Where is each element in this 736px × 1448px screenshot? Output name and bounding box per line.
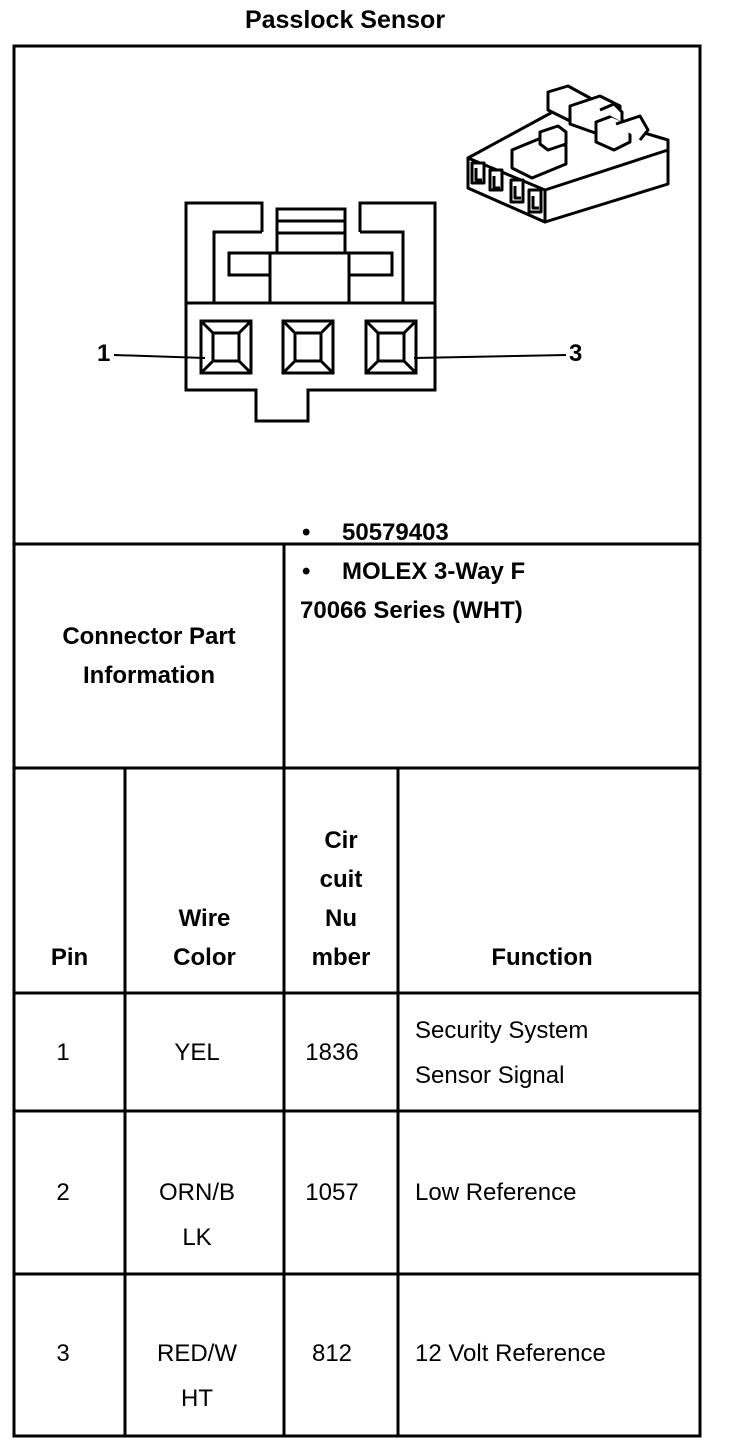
connector-inner-right bbox=[360, 230, 405, 303]
row-3-wire-line2: HT bbox=[181, 1385, 213, 1412]
row-1-wire-color: YEL bbox=[125, 1030, 269, 1075]
row-2-wire-line2: LK bbox=[182, 1224, 212, 1251]
connector-type: MOLEX 3-Way F bbox=[342, 558, 526, 585]
header-wire-color-line2: Color bbox=[173, 944, 236, 971]
part-info-label-line1: Connector Part bbox=[62, 623, 236, 650]
list-item: • 50579403 bbox=[286, 513, 525, 552]
pin-3-label: 3 bbox=[569, 340, 583, 367]
row-3-function-line1: 12 Volt Reference bbox=[415, 1340, 606, 1367]
bullet-icon: • bbox=[302, 519, 311, 546]
row-1-circuit: 1836 bbox=[305, 1039, 359, 1066]
row-1-pin: 1 bbox=[56, 1039, 70, 1066]
header-circuit-number: Cir cuit Nu mber bbox=[284, 821, 398, 977]
connector-series: 70066 Series (WHT) bbox=[300, 597, 523, 624]
pin-1-label: 1 bbox=[97, 340, 111, 367]
connector-inner-left bbox=[212, 230, 262, 303]
row-2-wire-line1: ORN/B bbox=[158, 1179, 235, 1206]
pin-1-leader bbox=[113, 354, 206, 359]
row-1-function-line2: Sensor Signal bbox=[415, 1062, 565, 1089]
row-3-wire-line1: RED/W bbox=[157, 1340, 237, 1367]
pin-cavity-1 bbox=[199, 319, 253, 375]
page-title: Passlock Sensor bbox=[244, 6, 446, 34]
header-wire-color: Wire Color bbox=[125, 899, 284, 977]
header-circuit-line2: cuit bbox=[319, 866, 363, 893]
connector-latch-right bbox=[358, 201, 437, 303]
row-2-function-line1: Low Reference bbox=[415, 1179, 577, 1206]
header-pin: Pin bbox=[50, 944, 89, 971]
row-2-wire-color: ORN/B LK bbox=[125, 1170, 269, 1260]
row-3-function: 12 Volt Reference bbox=[415, 1331, 606, 1376]
part-number: 50579403 bbox=[342, 519, 449, 546]
pin-cavity-3 bbox=[364, 319, 418, 375]
row-3-wire-color: RED/W HT bbox=[125, 1331, 269, 1421]
pin-cavity-2 bbox=[281, 319, 335, 375]
part-info-label: Connector Part Information bbox=[14, 617, 284, 695]
part-info-list: • 50579403 • MOLEX 3-Way F 70066 Series … bbox=[286, 513, 525, 630]
part-info-label-line2: Information bbox=[83, 662, 215, 689]
row-2-pin: 2 bbox=[56, 1179, 70, 1206]
connector-center-block bbox=[268, 251, 351, 305]
list-item: • MOLEX 3-Way F bbox=[286, 552, 525, 591]
header-wire-color-line1: Wire bbox=[178, 905, 231, 932]
row-1-function: Security System Sensor Signal bbox=[415, 1008, 588, 1098]
connector-latch-left bbox=[184, 201, 264, 303]
header-circuit-line4: mber bbox=[311, 944, 371, 971]
row-3-circuit: 812 bbox=[311, 1340, 353, 1367]
header-circuit-line1: Cir bbox=[324, 827, 358, 854]
row-2-circuit: 1057 bbox=[305, 1179, 359, 1206]
bullet-icon: • bbox=[302, 558, 311, 585]
row-2-function: Low Reference bbox=[415, 1170, 576, 1215]
header-circuit-line3: Nu bbox=[325, 905, 357, 932]
header-function: Function bbox=[491, 944, 593, 971]
row-3-pin: 3 bbox=[56, 1340, 70, 1367]
row-1-wire-line1: YEL bbox=[174, 1039, 220, 1066]
pin-3-leader bbox=[413, 354, 567, 359]
row-1-function-line1: Security System bbox=[415, 1017, 589, 1044]
